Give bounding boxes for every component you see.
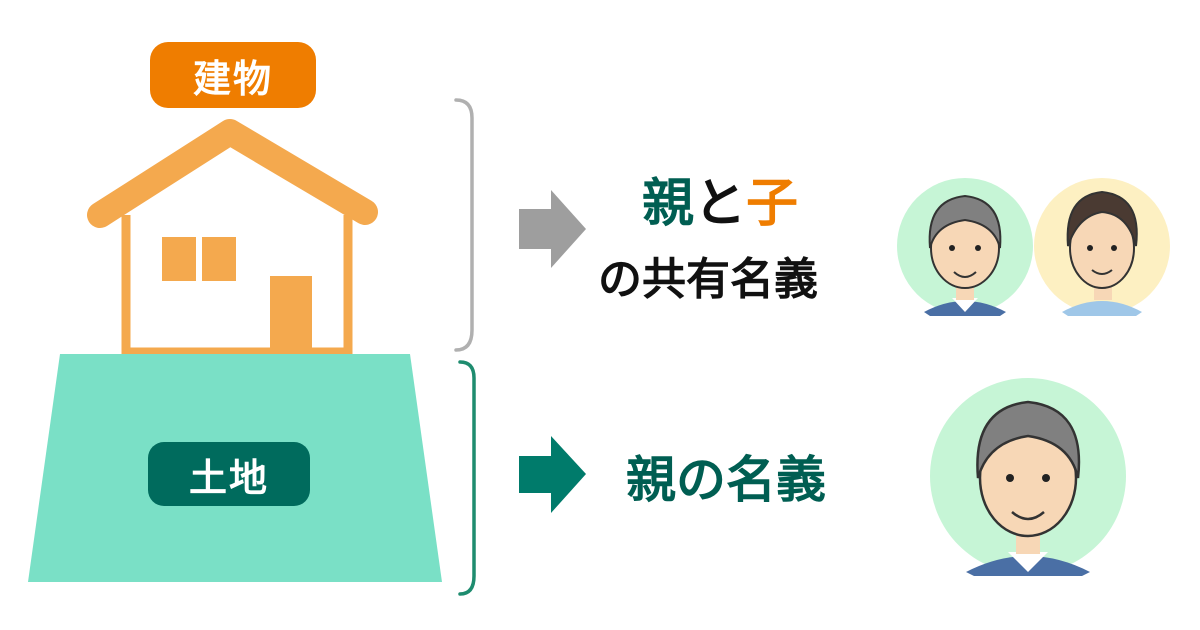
owner-and-text: と	[694, 174, 747, 234]
land-ownership-text: 親の名義	[626, 451, 826, 509]
owner-parent-text: 親	[642, 174, 695, 234]
land-label: 土地	[148, 442, 310, 506]
owner-child-text: 子	[746, 174, 799, 234]
house-walls	[121, 215, 353, 357]
house-window-right	[202, 237, 236, 281]
house-door	[270, 276, 312, 352]
house-roof	[87, 119, 378, 228]
building-ownership-line2: の共有名義	[598, 254, 818, 305]
building-ownership-line1: 親と子	[642, 172, 798, 236]
house-window-left	[162, 237, 196, 281]
building-label: 建物	[150, 42, 316, 108]
